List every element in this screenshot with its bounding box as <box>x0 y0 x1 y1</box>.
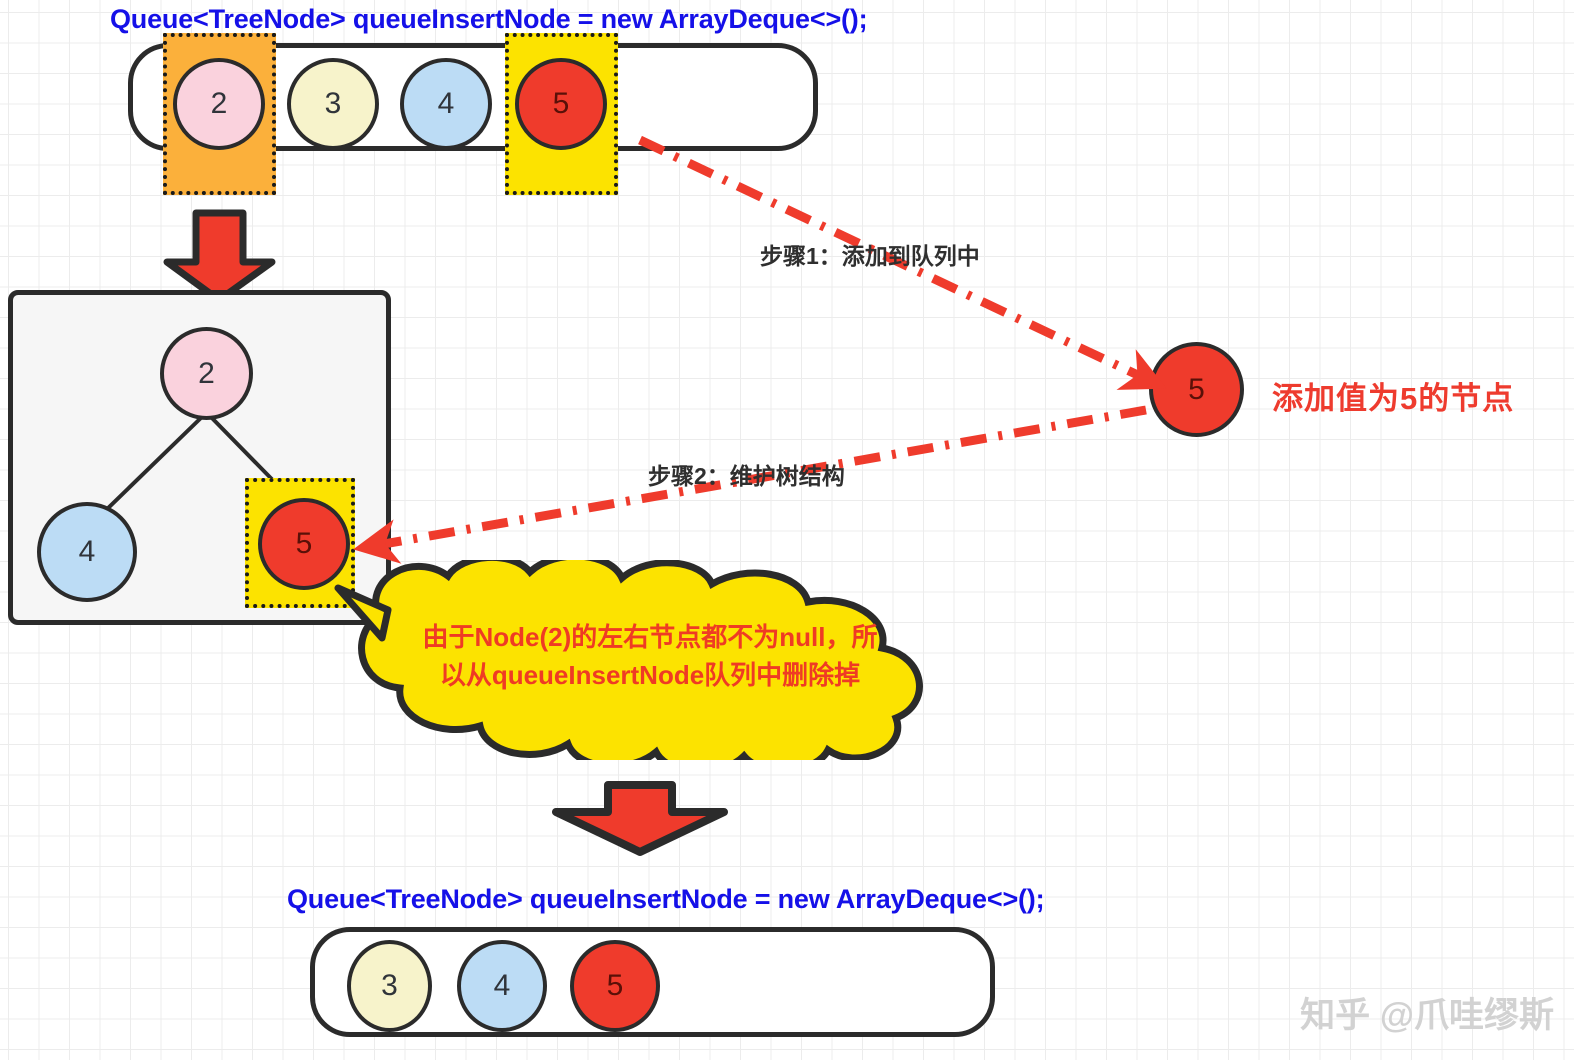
bottom-queue-node-0[interactable]: 3 <box>347 940 432 1032</box>
cloud-tail <box>334 584 392 642</box>
top-queue-node-0[interactable]: 2 <box>173 58 265 150</box>
node-value: 5 <box>606 969 624 1002</box>
bottom-code-caption: Queue<TreeNode> queueInsertNode = new Ar… <box>287 884 1045 914</box>
tree-node-root[interactable]: 2 <box>160 327 253 420</box>
watermark: 知乎 @爪哇缪斯 <box>1300 996 1554 1035</box>
node-value: 3 <box>381 969 398 1002</box>
bottom-queue-node-2[interactable]: 5 <box>570 940 660 1032</box>
node-value: 5 <box>295 527 313 560</box>
cloud-text-line1: 由于Node(2)的左右节点都不为null，所 <box>422 622 878 652</box>
bottom-queue-node-1[interactable]: 4 <box>457 940 547 1032</box>
cloud-text-line2: 以从queueInsertNode队列中删除掉 <box>439 660 861 690</box>
node-value: 5 <box>552 87 570 120</box>
node-value: 3 <box>324 87 342 120</box>
tree-node-left[interactable]: 4 <box>37 502 137 602</box>
cloud-text: 由于Node(2)的左右节点都不为null，所 以从queueInsertNod… <box>370 618 930 694</box>
top-queue-node-3[interactable]: 5 <box>515 58 607 150</box>
node-value: 4 <box>493 969 511 1002</box>
step1-label: 步骤1：添加到队列中 <box>760 243 980 269</box>
down-arrow-icon <box>163 209 276 304</box>
node-value: 4 <box>437 87 455 120</box>
tree-node-right[interactable]: 5 <box>258 498 350 590</box>
node-value: 4 <box>78 535 96 568</box>
top-queue-node-1[interactable]: 3 <box>287 58 379 150</box>
step2-label: 步骤2：维护树结构 <box>648 463 845 489</box>
node-value: 5 <box>1188 372 1205 406</box>
node-value: 2 <box>198 356 215 390</box>
new-node-annotation: 添加值为5的节点 <box>1272 381 1515 416</box>
cloud-callout: 由于Node(2)的左右节点都不为null，所 以从queueInsertNod… <box>330 552 950 775</box>
top-queue-node-2[interactable]: 4 <box>400 58 492 150</box>
new-node-5[interactable]: 5 <box>1149 342 1244 437</box>
top-code-caption: Queue<TreeNode> queueInsertNode = new Ar… <box>110 4 868 34</box>
node-value: 2 <box>210 87 228 120</box>
down-arrow-icon <box>552 781 728 856</box>
